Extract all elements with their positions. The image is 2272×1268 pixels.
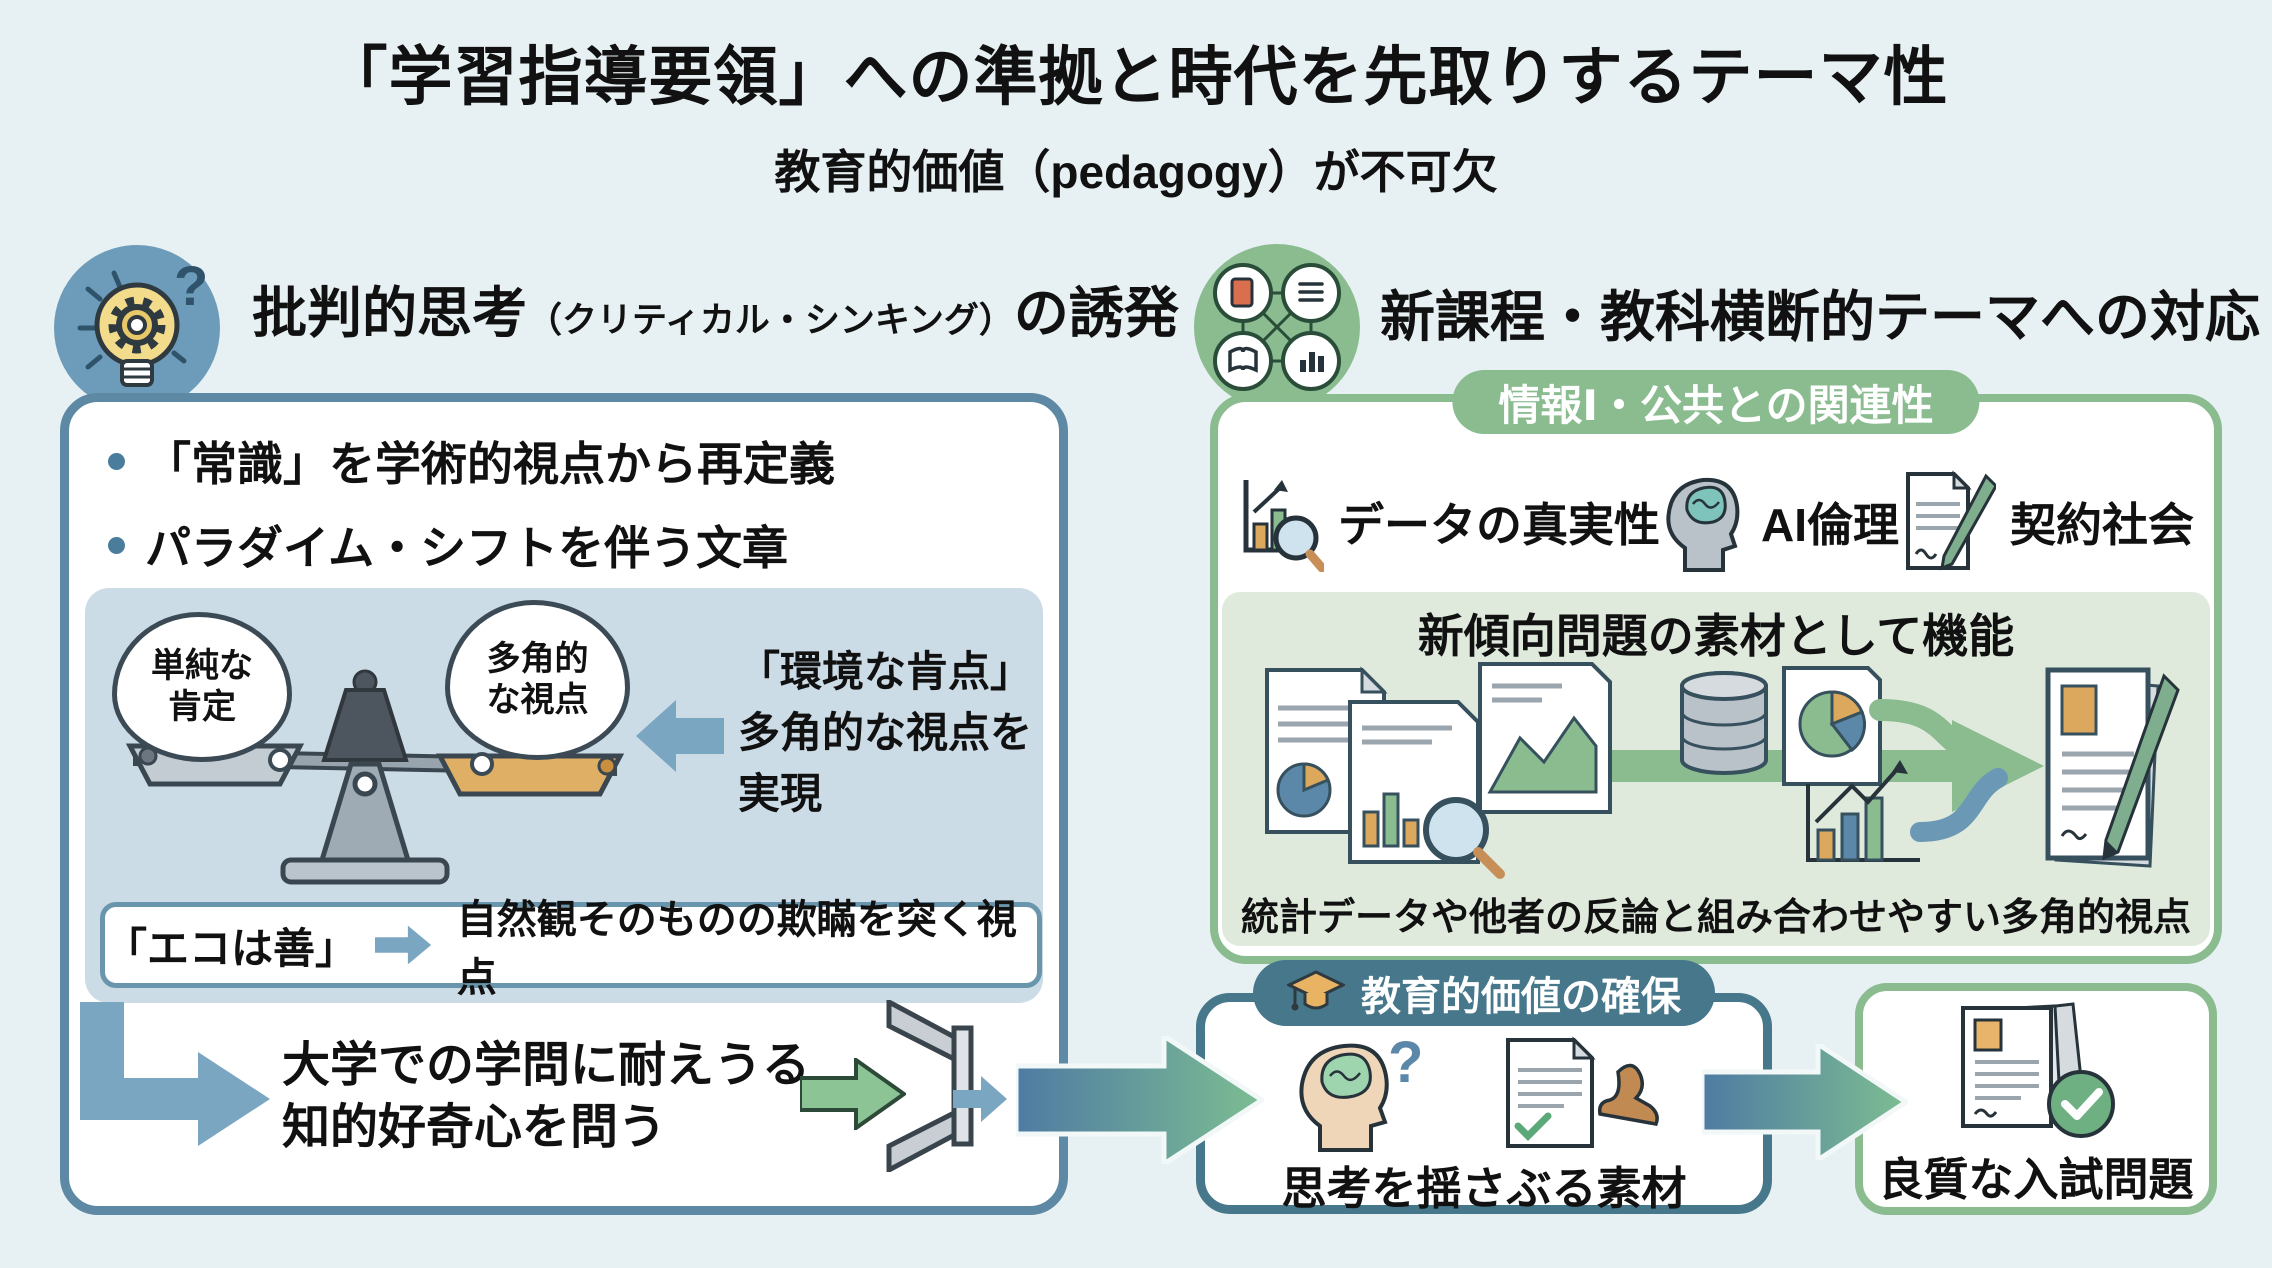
flow-arrow-icon [1702,1044,1908,1160]
bullet-list: 「常識」を学術的視点から再定義 パラダイム・シフトを伴う文章 [108,428,835,596]
topic-contract-society: 契約社会 [1900,470,2194,574]
green-arrow-icon [800,1058,906,1130]
conclusion-text: 大学での学問に耐えうる 知的好奇心を問う [282,1039,811,1155]
eco-label: 「エコは善」 [105,924,358,972]
page-title: 「学習指導要領」への準拠と時代を先取りするテーマ性 [323,41,1949,113]
bullet-item: パラダイム・シフトを伴う文章 [108,512,835,578]
down-right-arrow-icon [80,1002,270,1146]
badge-text: 教育的価値の確保 [1361,975,1681,1019]
flow-arrow-icon [1016,1036,1264,1164]
topic-data-truth: データの真実性 [1238,472,1660,572]
svg-text:?: ? [174,254,208,317]
topic-ai-ethics: AI倫理 [1661,470,1899,574]
right-arrow-icon [374,925,431,965]
pedagogy-badge: 教育的価値の確保 [1253,960,1715,1026]
topic-label: 契約社会 [2010,499,2194,551]
thinking-head-icon: ? [1299,1034,1422,1152]
balance-scale-icon [125,669,625,885]
topics-row: データの真実性 AI倫理 契約社会 [1232,452,2200,592]
lightbulb-gear-icon: ? [54,245,220,411]
graduation-cap-icon [1287,970,1345,1011]
thought-bubble-left: 単純な 肯定 [112,612,292,762]
result-caption: 良質な入試問題 [1878,1154,2194,1205]
middle-caption: 思考を揺さぶる素材 [1281,1163,1687,1214]
bullet-dot-icon [108,536,125,554]
left-section-header: 批判的思考 （クリティカル・シンキング） の誘発 [252,268,1179,348]
thought-bubble-right: 多角的 な視点 [445,600,630,760]
topic-label: AI倫理 [1761,499,1899,551]
left-header-paren: （クリティカル・シンキング） [527,301,1014,340]
right-header-text: 新課程・教科横断的テーマへの対応 [1380,286,2261,348]
bubble-tail-icon [470,752,494,776]
chart-magnifier-icon [1243,480,1324,572]
eco-example-bar: 「エコは善」 自然観そのものの欺瞞を突く視点 [100,898,1042,1000]
approved-document-icon [1506,1036,1659,1148]
left-header-suffix: の誘発 [1013,282,1179,344]
contract-pen-icon [1906,470,1996,571]
svg-text:?: ? [1388,1034,1422,1095]
bullet-text: 「常識」を学術的視点から再定義 [145,438,835,490]
documents-flow-illustration [1265,662,2180,879]
right-section-header: 新課程・教科横断的テーマへの対応 [1380,272,2260,352]
materials-heading: 新傾向問題の素材として機能 [1417,610,2015,662]
bullet-text: パラダイム・シフトを伴う文章 [145,522,789,574]
page-subtitle: 教育的価値（pedagogy）が不可欠 [774,146,1498,198]
small-right-arrow-icon [953,1076,1007,1122]
bullet-dot-icon [108,452,125,470]
viewpoint-note: 「環境な肯点」 多角的な視点を 実現 [738,648,1033,817]
funnel-icon [886,1000,974,1172]
eco-text: 自然観そのものの欺瞞を突く視点 [456,898,1017,1000]
bubble-tail-icon [268,748,292,772]
topic-label: データの真実性 [1338,499,1660,551]
left-arrow-icon [636,700,724,772]
network-books-icon [1194,244,1360,410]
info-civics-pill: 情報Ⅰ・公共との関連性 [1452,370,1980,434]
left-header-main: 批判的思考 [252,282,528,344]
bullet-item: 「常識」を学術的視点から再定義 [108,428,835,494]
brain-head-icon [1666,477,1740,572]
exam-papers-check-icon [1961,1002,2115,1138]
bubble-left-text: 単純な 肯定 [151,647,253,726]
pill-text: 情報Ⅰ・公共との関連性 [1498,381,1934,429]
materials-caption: 統計データや他者の反論と組み合わせやすい多角的視点 [1240,897,2191,939]
bubble-right-text: 多角的 な視点 [486,640,589,719]
